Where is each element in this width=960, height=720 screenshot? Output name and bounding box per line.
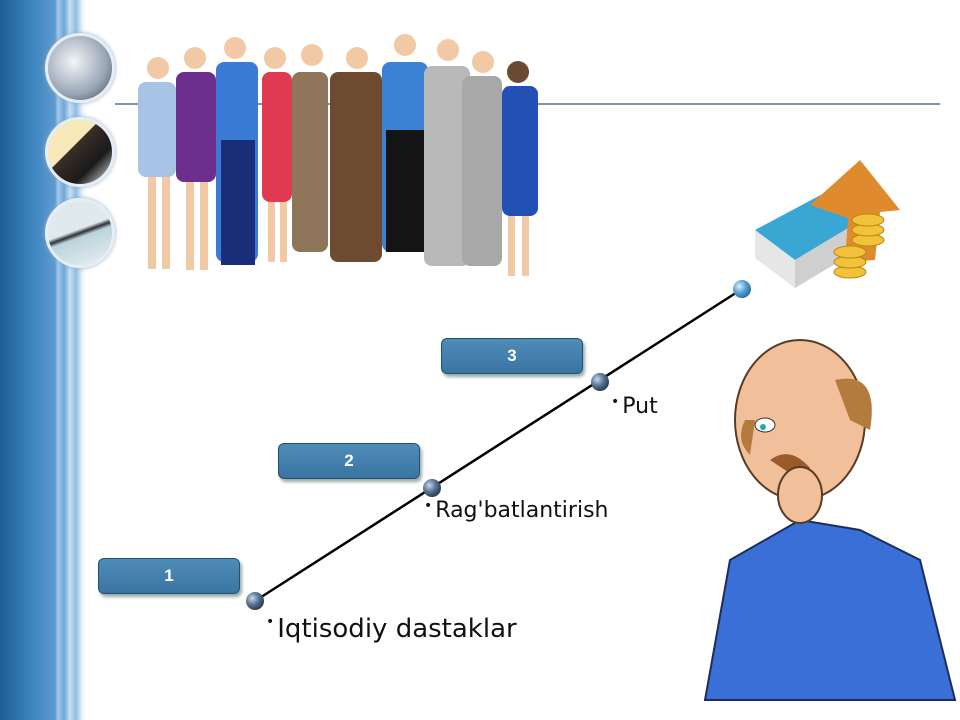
step-marker-3 <box>591 373 609 391</box>
step-label-2: •Rag'batlantirish <box>424 498 608 523</box>
step-marker-1 <box>246 592 264 610</box>
step-label-text: Rag'batlantirish <box>435 498 609 523</box>
step-marker-2 <box>423 479 441 497</box>
step-box-3: 3 <box>441 338 583 374</box>
step-label-1: •Iqtisodiy dastaklar <box>266 614 517 644</box>
bullet: • <box>266 614 275 630</box>
thinking-man-clipart <box>703 339 957 701</box>
step-box-2: 2 <box>278 443 420 479</box>
step-label-text: Put <box>622 394 658 419</box>
bullet: • <box>424 498 433 514</box>
step-label-text: Iqtisodiy dastaklar <box>277 614 517 644</box>
people-group-clipart <box>138 34 538 276</box>
step-marker-end <box>733 280 751 298</box>
thumbnail-image-1 <box>45 33 115 103</box>
money-clipart <box>755 160 900 288</box>
step-label-3: •Put <box>611 394 658 419</box>
thumbnail-image-3 <box>45 198 115 268</box>
progress-line <box>254 287 743 603</box>
bullet: • <box>611 394 620 410</box>
step-box-1: 1 <box>98 558 240 594</box>
thumbnail-image-businessman <box>45 117 115 187</box>
